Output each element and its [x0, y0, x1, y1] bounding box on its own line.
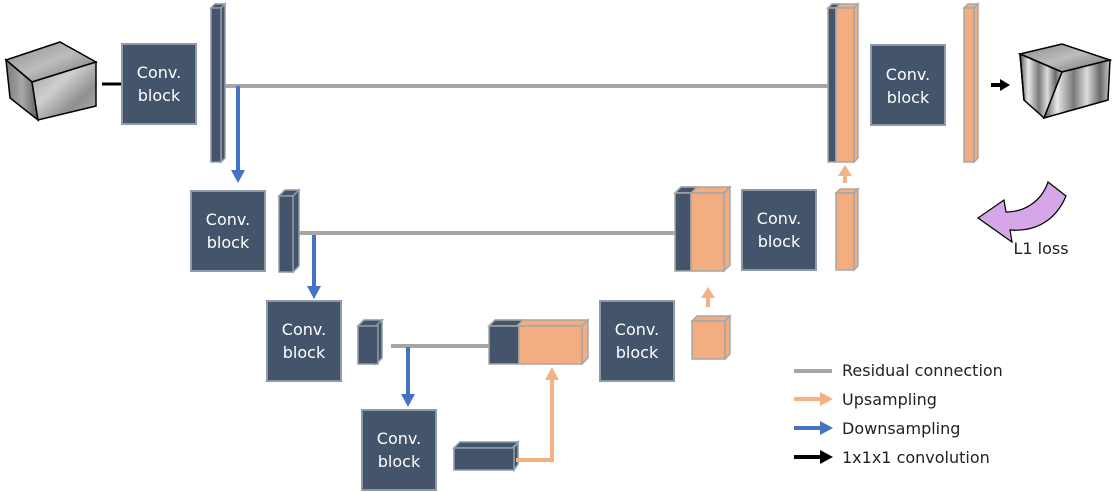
l1-loss-arrow: [976, 181, 1067, 244]
conv-block-label-line1: Conv.: [206, 210, 250, 229]
conv-block-label-line1: Conv.: [137, 63, 181, 82]
conv-block-label-line2: block: [616, 343, 659, 362]
encoder-feature-map-3: [356, 318, 384, 366]
conv1x1-arrow: [991, 79, 1010, 91]
decoder-conv-block-1: Conv. block: [870, 44, 946, 126]
encoder-conv-block-1: Conv. block: [121, 43, 197, 125]
legend-label: 1x1x1 convolution: [842, 448, 990, 467]
decoder-concat-map-1: [826, 2, 860, 164]
decoder-conv-block-2: Conv. block: [741, 189, 817, 271]
conv-block-label-line2: block: [283, 343, 326, 362]
downsampling-arrow-1: [231, 86, 245, 183]
encoder-feature-map-2: [277, 188, 301, 274]
conv-block-label-line1: Conv.: [886, 65, 930, 84]
bottleneck-feature-map: [452, 439, 520, 473]
decoder-conv-block-3: Conv. block: [599, 300, 675, 382]
downsampling-arrow-2: [307, 235, 321, 299]
decoder-concat-map-2: [673, 185, 732, 273]
encoder-conv-block-2: Conv. block: [190, 190, 266, 272]
legend-label: Residual connection: [842, 361, 1003, 380]
conv-block-label-line1: Conv.: [282, 320, 326, 339]
encoder-conv-block-3: Conv. block: [266, 300, 342, 382]
conv-block-label-line1: Conv.: [615, 320, 659, 339]
legend-item-upsampling: Upsampling: [794, 390, 937, 409]
upsampled-map-2: [834, 187, 860, 272]
legend-label: Upsampling: [842, 390, 937, 409]
input-volume: [4, 41, 98, 122]
l1-loss-label: L1 loss: [1013, 239, 1068, 258]
legend-label: Downsampling: [842, 419, 960, 438]
conv-block-label-line2: block: [138, 86, 181, 105]
conv-block-label-line1: Conv.: [377, 429, 421, 448]
conv-block-label-line2: block: [887, 88, 930, 107]
legend-item-downsampling: Downsampling: [794, 419, 960, 438]
downsampling-arrow-3: [401, 347, 415, 407]
legend-item-conv1x1: 1x1x1 convolution: [794, 448, 990, 467]
output-volume: [1017, 43, 1113, 120]
upsampling-arrow-2: [838, 165, 852, 183]
conv-block-label-line2: block: [378, 452, 421, 471]
upsampling-arrow-3: [701, 287, 715, 307]
legend-item-residual: Residual connection: [794, 361, 1003, 380]
conv-block-label-line2: block: [207, 233, 250, 252]
output-feature-map: [962, 2, 980, 164]
legend: Residual connection Upsampling Downsampl…: [794, 361, 1003, 467]
residual-connections: [219, 84, 828, 348]
decoder-concat-map-3: [487, 318, 590, 366]
conv-block-label-line1: Conv.: [757, 209, 801, 228]
upsampled-map-3: [690, 314, 732, 361]
upsampling-arrow-bottleneck: [516, 367, 559, 462]
encoder-feature-map-1: [209, 2, 227, 164]
bottleneck-conv-block: Conv. block: [361, 409, 437, 491]
conv-block-label-line2: block: [758, 232, 801, 251]
